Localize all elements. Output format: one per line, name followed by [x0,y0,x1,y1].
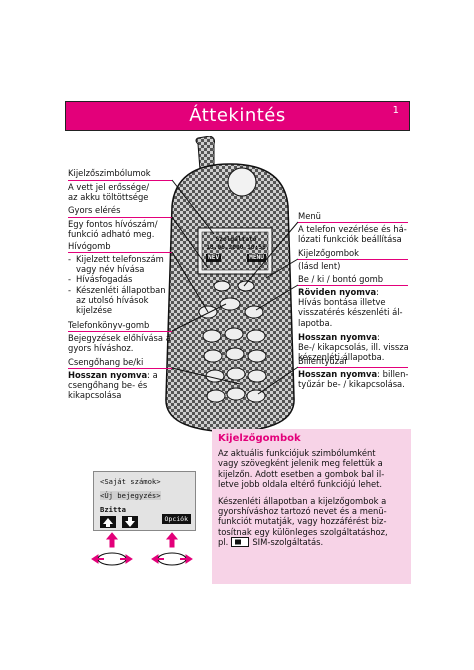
label-softkeys: Kijelzőgombok [298,248,410,258]
bullet-3-cont: az utolsó hívások [76,294,149,305]
label-head: Kijelzőszimbólumok [68,168,151,178]
label-head: Telefonkönyv-gomb [68,320,150,330]
text-line: Egy fontos hívószám/ [68,219,158,229]
bold-text: Hosszan nyomva [68,370,148,380]
display-right-soft: MENÜ [247,254,266,262]
display-left-soft: NEV [206,254,222,262]
softkey-screen-example: <Saját számok> <Új bejegyzés> Bzitta Opc… [93,471,196,531]
label-quick-access: Gyors elérés [68,205,174,215]
page-title: Áttekintés [189,105,286,126]
bullet-3-cont2: kijelzése [76,305,113,316]
label-onoff-text: Röviden nyomva: Hívás bontása illetve vi… [298,287,410,362]
display-operator: Szolgáltató [215,236,257,243]
label-head: Hívógomb [68,241,111,251]
label-quick-access-text: Egy fontos hívószám/ funkció adható meg. [68,219,174,239]
softkeys-info-box: Kijelzőgombok Az aktuális funkciójuk szi… [212,429,411,584]
page-header: Áttekintés 1 [65,101,410,131]
text-line: : a [147,370,158,380]
phone-display: Szolgáltató 18.06.2000 10:55 NEV MENÜ [206,236,266,262]
text-line: visszatérés készenléti ál- [298,307,403,318]
text-line: gyors híváshoz. [68,343,134,354]
text-line: SIM-szolgáltatás. [252,537,324,548]
text-line: A telefon vezérlése és há- [298,224,407,234]
text-line: letve jobb oldala eltérő funkciójú lehet… [218,479,383,490]
label-head: Csengőhang be/ki [68,357,144,367]
bold-text: Hosszan nyomva [298,369,378,379]
text-line: lózati funkciók beállítása [298,234,402,245]
screen-left-label: Bzitta [100,505,126,514]
label-phonebook-text: Bejegyzések előhívása a gyors híváshoz. [68,333,174,353]
screen-row-new-entry: <Új bejegyzés> [100,491,161,500]
text-line: Be-/ kikapcsolás, ill. vissza [298,342,409,353]
text-line: gyorshíváshoz tartozó nevet és a menü- [218,506,387,517]
sim-card-icon [231,537,250,548]
text-line: pl. [218,537,229,548]
screen-right-label: Opciók [161,514,191,524]
text-line: lapotba. [298,317,333,328]
text-line: Hívás bontása illetve [298,297,386,308]
text-line: funkció adható meg. [68,229,155,240]
label-keylock: Billentyűzár [298,356,410,366]
info-box-body: Az aktuális funkciójuk szimbólumként vag… [218,448,406,548]
screen-row-own-numbers: <Saját számok> [100,477,161,486]
label-ringer-text: Hosszan nyomva: a csengőhang be- és kika… [68,370,174,401]
text-line: : [377,331,380,342]
text-line: tosítnak egy különleges szolgáltatáshoz, [218,526,388,537]
label-display-symbols: Kijelzőszimbólumok [68,168,174,178]
text-line: : [376,287,379,297]
label-onoff: Be / ki / bontó gomb [298,274,410,284]
text-line: kijelzőn. Adott esetben a gombok bal il- [218,468,385,479]
bullet-2: Hívásfogadás [76,274,133,285]
bold-text: Hosszan nyomva [298,331,378,342]
label-head: Be / ki / bontó gomb [298,274,384,284]
label-ringer: Csengőhang be/ki [68,357,174,367]
text-line: tyűzár be- / kikapcsolása. [298,379,405,390]
text-line: A vett jel erőssége/ [68,182,150,192]
label-call-key-bullets: - Kijelzett telefonszám vagy név hívása … [68,254,166,316]
label-menu: Menü [298,211,410,221]
label-head: Kijelzőgombok [298,248,360,258]
bullet-3: Készenléti állapotban [76,284,166,295]
label-softkeys-text: (lásd lent) [298,261,410,271]
info-box-title: Kijelzőgombok [218,433,301,444]
text-line: az akku töltöttsége [68,192,149,203]
phone-illustration [165,136,295,433]
text-line: Készenléti állapotban a kijelzőgombok a [218,495,387,506]
bold-text: Röviden nyomva [298,287,377,297]
label-display-symbols-text: A vett jel erőssége/ az akku töltöttsége [68,182,174,202]
page-number: 1 [392,105,399,116]
bullet-1-cont: vagy név hívása [76,264,145,275]
label-head: Gyors elérés [68,205,121,215]
text-line: vagy szövegként jelenik meg felettük a [218,458,383,469]
text-line: kikapcsolása [68,390,122,401]
text-line: készenléti állapotba. [298,352,385,363]
softkey-arrows [91,532,193,566]
text-line: Bejegyzések előhívása a [68,333,171,343]
text-line: Az aktuális funkciójuk szimbólumként [218,448,376,458]
display-datetime: 18.06.2000 10:55 [206,244,266,251]
text-line: (lásd lent) [298,261,341,271]
label-head: Billentyűzár [298,356,348,366]
text-line: csengőhang be- és [68,380,148,391]
arrow-keys-icon [100,516,138,528]
label-call-key: Hívógomb [68,241,174,251]
label-keylock-text: Hosszan nyomva: billen- tyűzár be- / kik… [298,369,410,389]
bullet-1: Kijelzett telefonszám [76,254,164,264]
text-line: : billen- [377,369,409,379]
label-phonebook-key: Telefonkönyv-gomb [68,320,174,330]
label-head: Menü [298,211,321,221]
text-line: funkciót mutatják, vagy hozzáférést biz- [218,516,387,527]
label-menu-text: A telefon vezérlése és há- lózati funkci… [298,224,410,244]
